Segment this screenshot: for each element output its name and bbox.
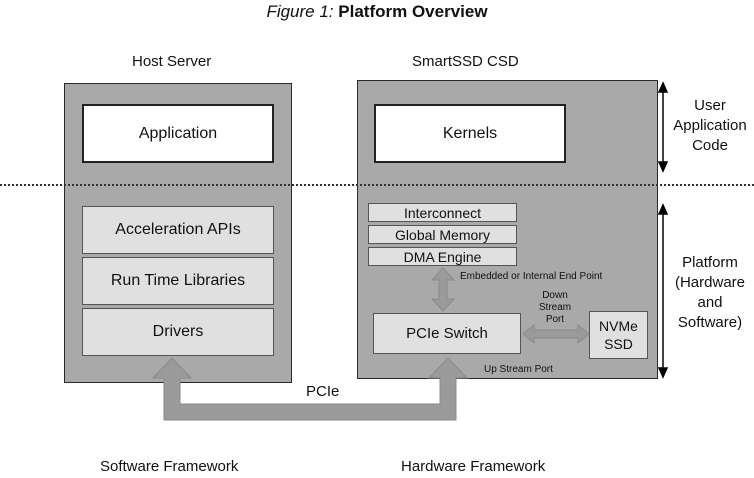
user-code-line-1: User: [694, 97, 726, 114]
endpoint-double-arrow: [430, 267, 456, 312]
dma-engine-label: DMA Engine: [403, 248, 482, 265]
figure-number: Figure 1:: [266, 2, 334, 21]
downstream-line-1: Down: [542, 290, 568, 301]
application-box: Application: [82, 104, 274, 163]
platform-line-4: Software): [677, 314, 743, 331]
drivers-box: Drivers: [82, 308, 274, 356]
interconnect-box: Interconnect: [368, 203, 517, 222]
software-framework-label: Software Framework: [100, 458, 239, 475]
figure-title: Figure 1: Platform Overview: [0, 2, 754, 22]
nvme-ssd-box: NVMe SSD: [589, 311, 648, 359]
pcie-switch-box: PCIe Switch: [373, 313, 521, 354]
ssd-label: SSD: [604, 336, 633, 352]
figure-title-text: Platform Overview: [338, 2, 488, 21]
acceleration-apis-label: Acceleration APIs: [115, 221, 241, 238]
host-server-heading: Host Server: [132, 53, 212, 70]
downstream-double-arrow: [522, 323, 590, 345]
hardware-framework-label: Hardware Framework: [401, 458, 546, 475]
application-label: Application: [138, 124, 218, 142]
downstream-line-3: Port: [545, 314, 565, 325]
user-code-range-arrow: [657, 81, 669, 173]
global-memory-label: Global Memory: [395, 226, 490, 243]
user-code-line-2: Application: [673, 117, 747, 134]
platform-line-3: and: [697, 294, 723, 311]
runtime-libraries-box: Run Time Libraries: [82, 257, 274, 305]
platform-range-arrow: [657, 203, 669, 379]
smartssd-heading: SmartSSD CSD: [412, 53, 519, 70]
global-memory-box: Global Memory: [368, 225, 517, 244]
acceleration-apis-box: Acceleration APIs: [82, 206, 274, 254]
user-code-label: User Application Code: [666, 96, 754, 156]
kernels-label: Kernels: [442, 124, 498, 142]
pcie-link-arrow: [151, 357, 469, 421]
platform-line-1: Platform: [682, 254, 738, 271]
endpoint-label: Embedded or Internal End Point: [460, 271, 603, 282]
downstream-port-label: Down Stream Port: [532, 290, 578, 326]
layer-divider: [0, 184, 754, 186]
user-code-line-3: Code: [692, 137, 728, 154]
drivers-label: Drivers: [152, 323, 204, 340]
dma-engine-box: DMA Engine: [368, 247, 517, 266]
downstream-line-2: Stream: [538, 302, 572, 313]
pcie-link-label: PCIe: [306, 383, 340, 400]
nvme-label: NVMe: [599, 318, 638, 334]
platform-line-2: (Hardware: [674, 274, 746, 291]
interconnect-label: Interconnect: [403, 204, 482, 221]
pcie-switch-label: PCIe Switch: [406, 325, 488, 342]
runtime-libraries-label: Run Time Libraries: [110, 272, 246, 289]
kernels-box: Kernels: [374, 104, 566, 163]
platform-label: Platform (Hardware and Software): [666, 253, 754, 333]
upstream-port-label: Up Stream Port: [484, 364, 553, 375]
